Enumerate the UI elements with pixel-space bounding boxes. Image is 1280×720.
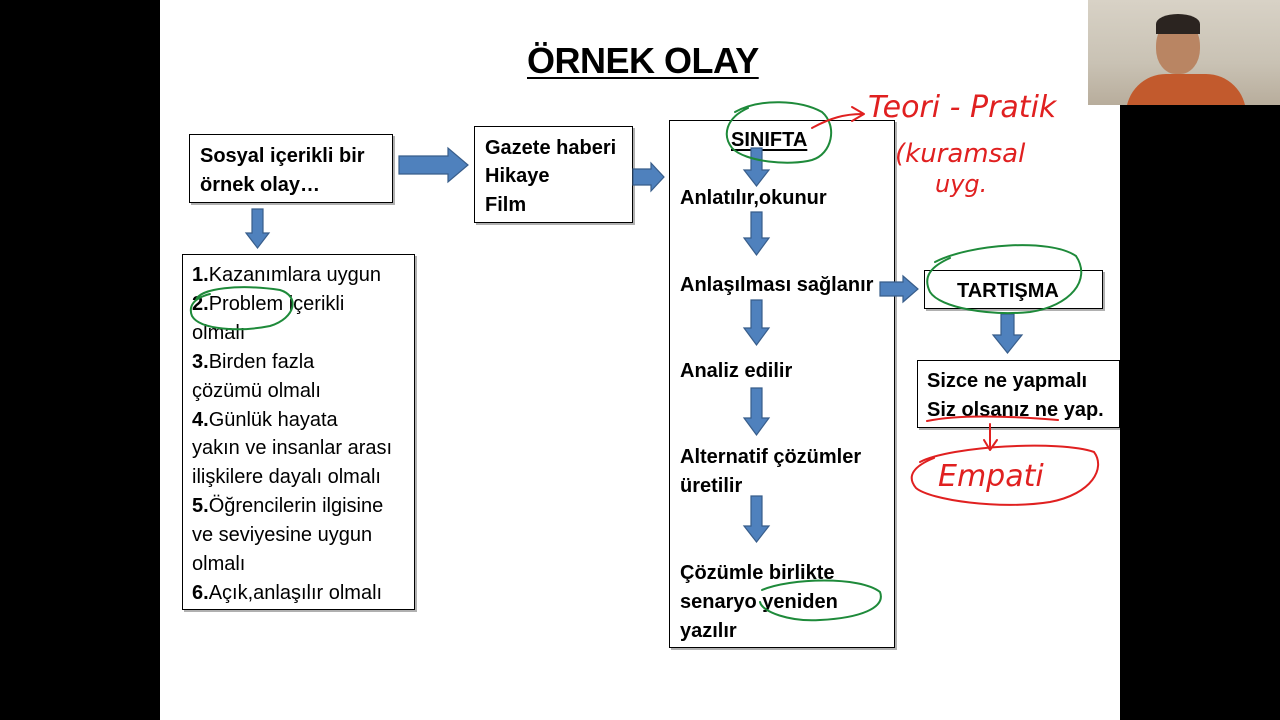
red-pen-arrow bbox=[984, 424, 997, 450]
handwriting-empati: Empati bbox=[938, 459, 1044, 494]
green-circle-sinifta bbox=[727, 102, 831, 162]
red-pen-arrow bbox=[812, 114, 862, 128]
arrow-right-icon bbox=[399, 148, 468, 182]
handwriting-uyg: uyg. bbox=[935, 170, 987, 198]
arrow-down-icon bbox=[744, 212, 769, 255]
arrow-down-icon bbox=[744, 388, 769, 435]
arrow-down-icon bbox=[744, 496, 769, 542]
green-circle-yeniden bbox=[760, 581, 881, 621]
handwriting-kuramsal: (kuramsal bbox=[895, 139, 1026, 169]
arrow-right-icon bbox=[880, 276, 918, 302]
right-black-bar bbox=[1120, 105, 1280, 720]
webcam-feed bbox=[1088, 0, 1280, 105]
arrow-right-icon bbox=[633, 163, 664, 191]
green-circle-tartisma bbox=[927, 245, 1081, 313]
arrow-down-icon bbox=[246, 209, 269, 248]
arrow-down-icon bbox=[744, 300, 769, 345]
red-underline bbox=[927, 416, 1058, 421]
arrow-down-icon bbox=[993, 314, 1022, 353]
webcam-person-body bbox=[1126, 74, 1246, 105]
arrow-down-icon bbox=[744, 148, 769, 186]
handwriting-teori-pratik: Teori - Pratik bbox=[868, 90, 1058, 125]
webcam-person-hair bbox=[1156, 14, 1200, 34]
green-circle-problem bbox=[191, 287, 293, 329]
